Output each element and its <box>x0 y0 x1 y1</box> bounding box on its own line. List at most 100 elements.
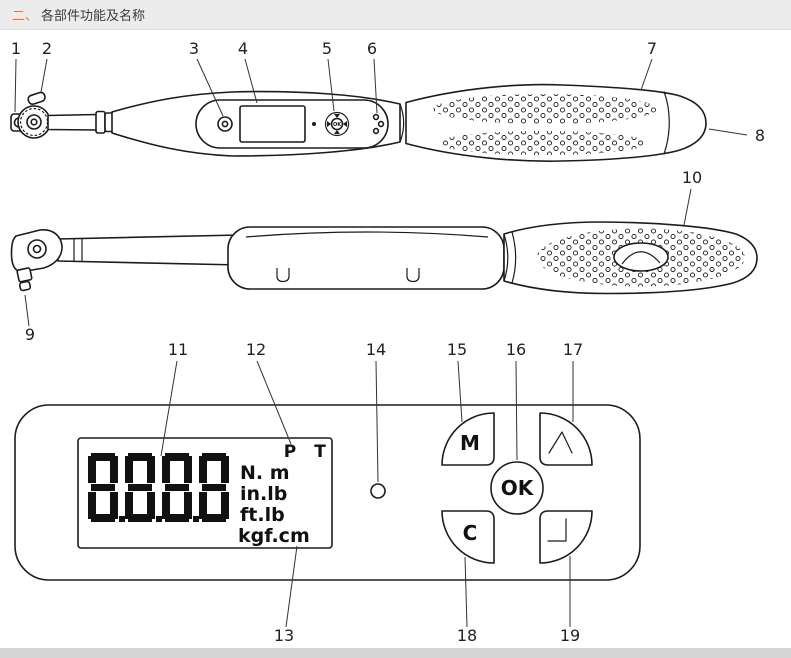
keypad-ok-label: OK <box>333 122 342 128</box>
lcd-screen-small <box>239 105 306 143</box>
lcd-value <box>88 453 229 522</box>
section-number: 二、 <box>12 9 39 24</box>
callout-6: 6 <box>367 39 377 58</box>
clear-button <box>441 510 495 564</box>
callout-5: 5 <box>322 39 332 58</box>
grip-joint-2 <box>511 231 517 284</box>
track-mode-label: T <box>314 442 326 462</box>
page-bottom-strip <box>0 648 791 658</box>
grip-logo-swoosh <box>621 251 661 265</box>
mode-button <box>441 412 495 466</box>
callout-11: 11 <box>168 340 188 359</box>
callout-13: 13 <box>274 626 294 645</box>
grip-texture-bottom <box>437 131 649 155</box>
leader-12 <box>256 360 292 445</box>
keypad-cluster: OK <box>324 111 350 137</box>
leader-9 <box>24 294 30 327</box>
leader-3 <box>196 58 224 117</box>
callout-1: 1 <box>11 39 21 58</box>
up-arrow-icon <box>548 431 573 454</box>
callout-9: 9 <box>25 325 35 344</box>
callout-12: 12 <box>246 340 266 359</box>
keypad-left-icon <box>327 121 331 127</box>
wrench-side-view: OK <box>10 83 707 162</box>
indicator-led-small <box>312 122 316 126</box>
keypad-ring <box>324 111 350 137</box>
leader-13 <box>285 545 298 628</box>
wrench-top-view <box>10 221 758 295</box>
section-title: 各部件功能及名称 <box>41 9 146 24</box>
leader-5 <box>327 58 335 112</box>
leader-15 <box>457 360 463 423</box>
power-button-dot <box>221 120 229 128</box>
grip-texture-top <box>433 94 657 124</box>
housing-top-line <box>245 231 489 238</box>
callout-8: 8 <box>755 126 765 145</box>
led-indicator <box>370 483 386 499</box>
clip-1 <box>276 268 290 283</box>
module-housing <box>227 226 505 290</box>
collar-1 <box>95 110 106 134</box>
decimal-point-3 <box>193 516 199 522</box>
release-button <box>18 280 32 292</box>
keypad-ok <box>330 117 344 131</box>
callout-17: 17 <box>563 340 583 359</box>
callout-2: 2 <box>42 39 52 58</box>
control-panel-detail: P T N. m in.lb ft.lb kgf.cm M C OK <box>14 404 641 581</box>
enter-icon <box>547 518 567 542</box>
grip-logo <box>613 242 669 272</box>
grip-cap-joint <box>663 91 670 155</box>
clear-button-label: C <box>463 521 478 545</box>
tube <box>57 234 241 266</box>
clip-2 <box>406 268 420 283</box>
side-view-callouts: 1 2 3 4 5 6 7 8 <box>11 39 765 145</box>
section-header: 二、 各部件功能及名称 <box>0 0 791 30</box>
callout-4: 4 <box>238 39 248 58</box>
square-drive-bottom <box>16 267 33 283</box>
callout-14: 14 <box>366 340 386 359</box>
grip-joint-1 <box>503 233 509 282</box>
decimal-point-1 <box>119 516 125 522</box>
leader-11 <box>160 360 178 457</box>
callout-19: 19 <box>560 626 580 645</box>
mode-button-label: M <box>460 431 480 455</box>
unit-inlb: in.lb <box>240 483 287 505</box>
callout-10: 10 <box>682 168 702 187</box>
peak-mode-label: P <box>284 442 296 462</box>
unit-nm: N. m <box>240 462 290 484</box>
keypad-right-icon <box>343 121 347 127</box>
parts-diagram: OK 1 2 3 4 5 6 7 8 <box>10 39 765 645</box>
top-view-callouts: 9 10 <box>24 168 702 344</box>
leader-14 <box>375 360 379 483</box>
decimal-point-2 <box>156 516 162 522</box>
keypad-up-icon <box>334 114 340 118</box>
speaker-hole-3 <box>372 127 380 135</box>
head-pivot-center <box>32 244 42 254</box>
unit-ftlb: ft.lb <box>240 504 285 526</box>
body-grip-joint-1 <box>399 103 405 143</box>
leader-4 <box>244 58 258 104</box>
leader-8 <box>708 128 748 136</box>
callout-16: 16 <box>506 340 526 359</box>
callout-15: 15 <box>447 340 467 359</box>
callout-7: 7 <box>647 39 657 58</box>
up-button <box>539 412 593 466</box>
leader-16 <box>515 360 518 461</box>
leader-6 <box>373 58 378 114</box>
ok-button-label: OK <box>501 476 535 500</box>
leader-7 <box>640 58 653 91</box>
callout-18: 18 <box>457 626 477 645</box>
ok-button <box>490 461 544 515</box>
keypad-down-icon <box>334 130 340 134</box>
neck-tube <box>47 113 98 131</box>
unit-kgfcm: kgf.cm <box>238 525 310 547</box>
speaker-hole-2 <box>377 120 385 128</box>
ratchet-hub-center <box>30 118 38 126</box>
panel-callouts: 11 12 14 15 16 17 13 18 19 <box>160 340 583 645</box>
direction-lever <box>27 91 46 105</box>
leader-18 <box>464 556 468 628</box>
leader-2 <box>40 58 48 93</box>
leader-1 <box>14 58 17 113</box>
leader-10 <box>683 188 692 226</box>
speaker-hole-1 <box>372 113 380 121</box>
